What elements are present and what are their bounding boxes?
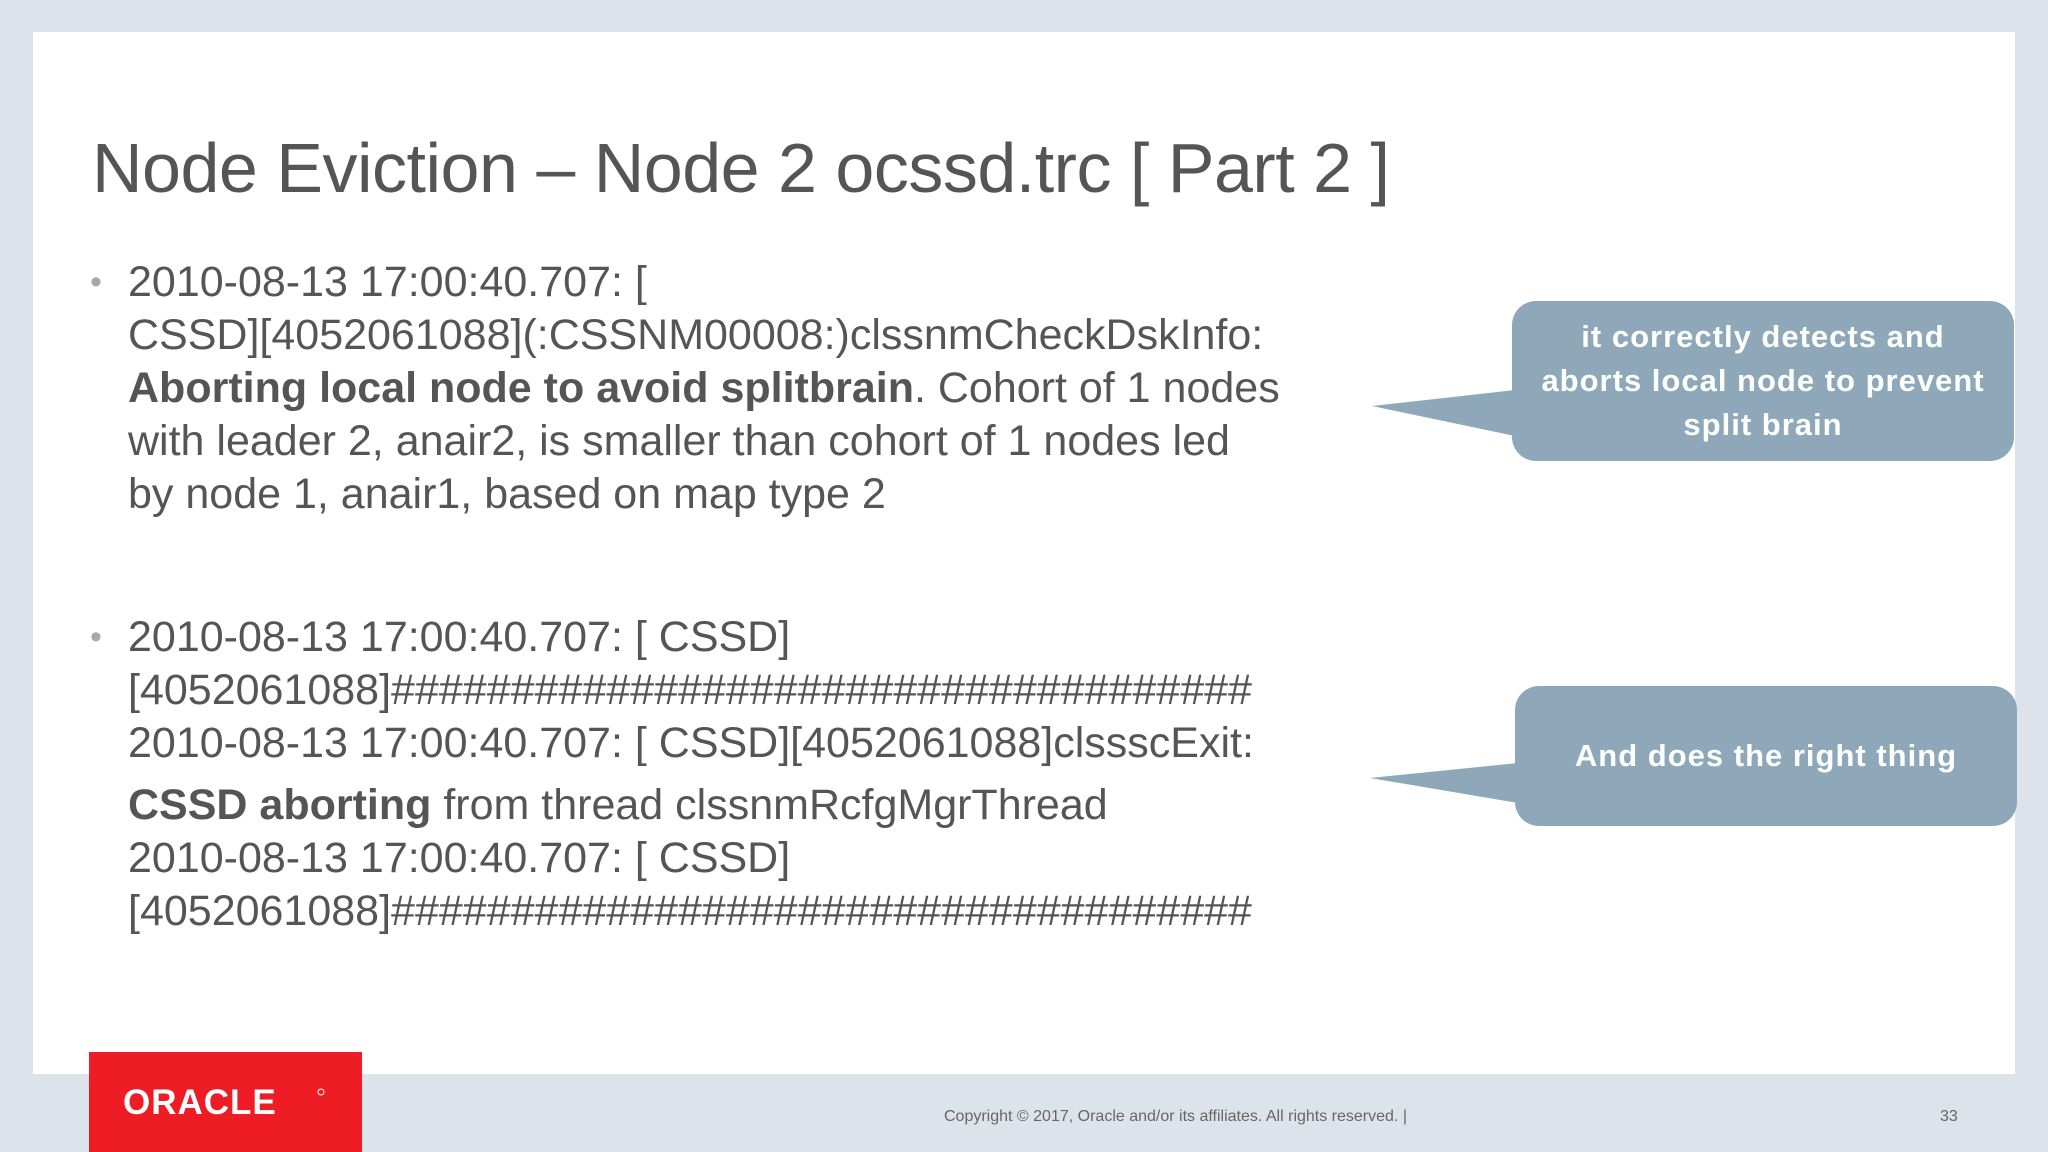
slide — [33, 32, 2015, 1074]
callout-text: it correctly detects and aborts local no… — [1541, 319, 1985, 442]
bullet-item: • 2010-08-13 17:00:40.707: [ CSSD][40520… — [90, 256, 1380, 521]
log-line: [4052061088]############################… — [128, 887, 1252, 935]
callout-text: And does the right thing — [1574, 738, 1958, 773]
log-line: CSSD aborting from thread clssnmRcfgMgrT… — [128, 779, 1380, 832]
log-line: 2010-08-13 17:00:40.707: [ CSSD] — [128, 613, 791, 661]
highlight-text: CSSD aborting — [128, 781, 432, 829]
line-rest: from thread clssnmRcfgMgrThread — [431, 781, 1108, 829]
log-line: 2010-08-13 17:00:40.707: [ CSSD] — [128, 834, 791, 882]
line-rest: . Cohort of 1 nodes — [913, 364, 1280, 412]
oracle-logo-icon: ORACLE — [123, 1084, 324, 1120]
log-line: [4052061088]############################… — [128, 666, 1252, 714]
log-line: CSSD][4052061088](:CSSNM00008:)clssnmChe… — [128, 311, 1264, 359]
page-number: 33 — [1940, 1108, 1958, 1125]
copyright-footer: Copyright © 2017, Oracle and/or its affi… — [944, 1108, 1407, 1125]
oracle-logo: ORACLE — [89, 1052, 362, 1152]
registered-mark-icon — [317, 1088, 324, 1096]
log-line: 2010-08-13 17:00:40.707: [ CSSD][4052061… — [128, 719, 1254, 767]
bullet-dot-icon: • — [90, 263, 102, 301]
log-line: with leader 2, anair2, is smaller than c… — [128, 417, 1230, 465]
callout-detects-split-brain: it correctly detects and aborts local no… — [1512, 301, 2014, 461]
slide-title: Node Eviction – Node 2 ocssd.trc [ Part … — [92, 129, 1390, 207]
log-line: by node 1, anair1, based on map type 2 — [128, 470, 886, 518]
bullet-list: • 2010-08-13 17:00:40.707: [ CSSD][40520… — [90, 256, 1380, 938]
logo-text: ORACLE — [123, 1084, 277, 1120]
callout-right-thing: And does the right thing — [1515, 686, 2017, 826]
highlight-text: Aborting local node to avoid splitbrain — [128, 364, 914, 412]
bullet-item: • 2010-08-13 17:00:40.707: [ CSSD] [4052… — [90, 611, 1380, 938]
log-line: Aborting local node to avoid splitbrain.… — [128, 362, 1380, 415]
bullet-dot-icon: • — [90, 618, 102, 656]
log-line: 2010-08-13 17:00:40.707: [ — [128, 258, 647, 306]
